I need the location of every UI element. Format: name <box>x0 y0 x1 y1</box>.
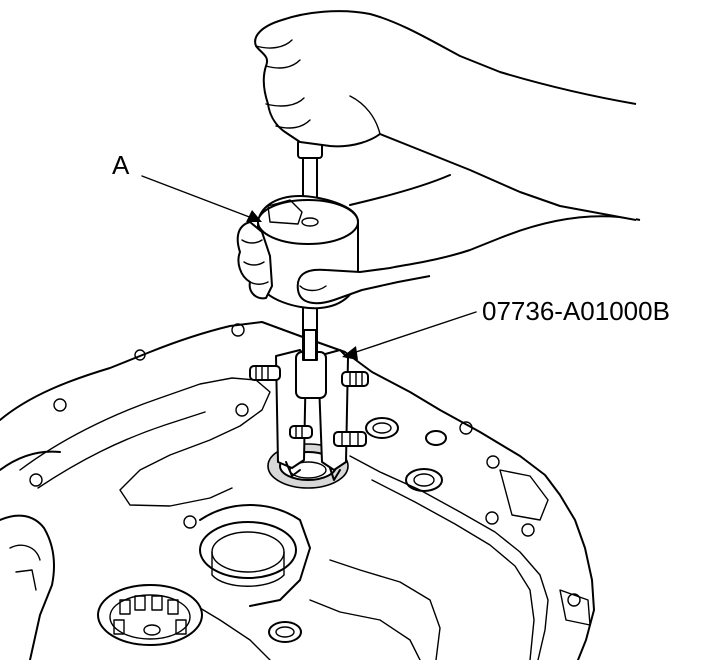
left-hand <box>236 174 641 305</box>
callout-arrow-a <box>141 175 262 222</box>
right-hand <box>254 10 637 221</box>
seal-puller-tool <box>249 349 369 481</box>
flange-bolt-holes <box>29 323 581 607</box>
transmission-housing <box>0 321 595 660</box>
lower-adjusting-bolts <box>289 425 367 447</box>
spline-teeth <box>113 595 187 635</box>
callout-label-tool-number: 07736-A01000B <box>482 296 670 326</box>
callout-arrow-tool <box>342 311 477 360</box>
callout-label-a: A <box>112 150 130 180</box>
upper-adjusting-bolts <box>249 365 369 387</box>
